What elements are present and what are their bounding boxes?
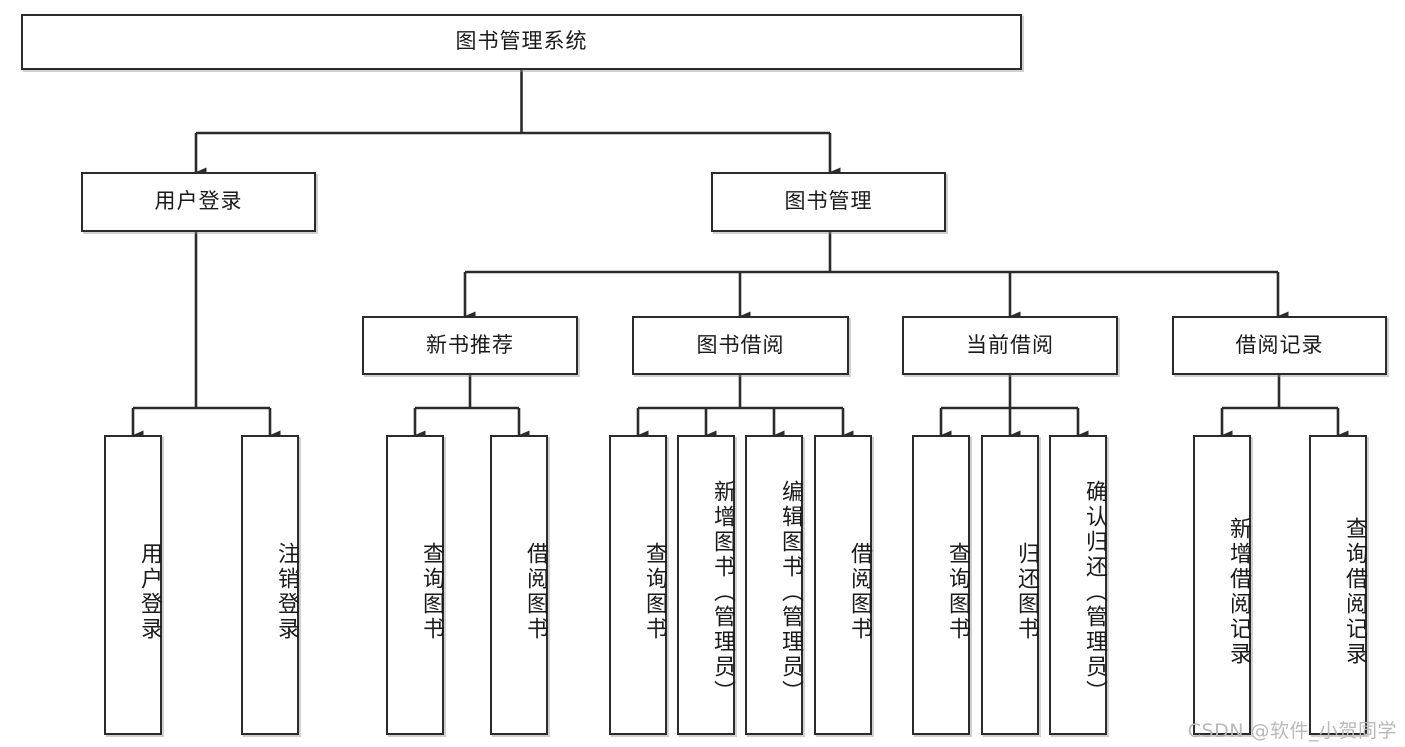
node-root-label: 图书管理系统 (455, 29, 588, 54)
node-leaf-return-book-label: 归还图书 (1014, 542, 1039, 642)
node-leaf-add-book-label: 新增图书（管理员） (710, 479, 735, 705)
node-leaf-query-book-1-label: 查询图书 (419, 542, 444, 642)
node-book-management[interactable]: 图书管理 (711, 172, 946, 232)
node-borrow-record-label: 借阅记录 (1235, 332, 1324, 357)
node-leaf-user-login[interactable]: 用户登录 (104, 435, 162, 735)
node-leaf-query-record[interactable]: 查询借阅记录 (1309, 435, 1367, 735)
node-leaf-add-book[interactable]: 新增图书（管理员） (677, 435, 735, 735)
node-new-book-recommend[interactable]: 新书推荐 (362, 316, 578, 375)
node-leaf-logout-label: 注销登录 (274, 542, 299, 642)
node-leaf-logout[interactable]: 注销登录 (241, 435, 299, 735)
node-leaf-add-record-label: 新增借阅记录 (1226, 517, 1251, 667)
node-current-borrow-label: 当前借阅 (966, 332, 1054, 357)
node-leaf-user-login-label: 用户登录 (137, 542, 162, 642)
node-leaf-edit-book-label: 编辑图书（管理员） (778, 479, 803, 705)
node-book-borrow-label: 图书借阅 (696, 332, 785, 357)
node-current-borrow[interactable]: 当前借阅 (902, 316, 1118, 375)
node-leaf-query-book-3-label: 查询图书 (945, 542, 970, 642)
node-leaf-add-record[interactable]: 新增借阅记录 (1193, 435, 1251, 735)
node-leaf-edit-book[interactable]: 编辑图书（管理员） (745, 435, 803, 735)
node-leaf-borrow-book-2[interactable]: 借阅图书 (814, 435, 872, 735)
node-leaf-query-book-2-label: 查询图书 (642, 542, 667, 642)
node-leaf-return-book[interactable]: 归还图书 (981, 435, 1039, 735)
node-leaf-confirm-return-label: 确认归还（管理员） (1082, 479, 1107, 705)
node-leaf-borrow-book-1[interactable]: 借阅图书 (490, 435, 548, 735)
node-new-book-recommend-label: 新书推荐 (426, 332, 514, 357)
node-book-management-label: 图书管理 (784, 189, 873, 214)
node-borrow-record[interactable]: 借阅记录 (1172, 316, 1387, 375)
node-user-login-label: 用户登录 (154, 189, 243, 214)
node-user-login[interactable]: 用户登录 (81, 172, 316, 232)
node-root[interactable]: 图书管理系统 (21, 14, 1022, 70)
node-leaf-query-book-1[interactable]: 查询图书 (386, 435, 444, 735)
node-leaf-query-book-2[interactable]: 查询图书 (609, 435, 667, 735)
csdn-watermark: CSDN @软件_小贺同学 (1187, 720, 1397, 742)
node-leaf-query-record-label: 查询借阅记录 (1342, 517, 1367, 667)
node-book-borrow[interactable]: 图书借阅 (632, 316, 849, 375)
node-leaf-borrow-book-2-label: 借阅图书 (847, 542, 872, 642)
node-leaf-confirm-return[interactable]: 确认归还（管理员） (1049, 435, 1107, 735)
node-leaf-query-book-3[interactable]: 查询图书 (912, 435, 970, 735)
node-leaf-borrow-book-1-label: 借阅图书 (523, 542, 548, 642)
